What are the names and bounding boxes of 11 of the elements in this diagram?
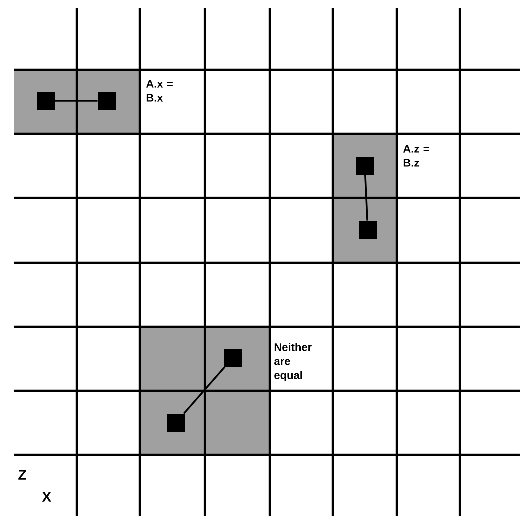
axis-letter: X [42, 492, 52, 502]
axis-letter: Z [18, 470, 26, 480]
connector-line [55, 100, 98, 102]
marker-square [98, 92, 116, 110]
connector-line [183, 366, 226, 414]
marker-square [359, 221, 377, 239]
marker-square [356, 157, 374, 175]
marker-square [37, 92, 55, 110]
marker-square [167, 414, 185, 432]
marker-square [224, 349, 242, 367]
connector-line [364, 175, 368, 221]
